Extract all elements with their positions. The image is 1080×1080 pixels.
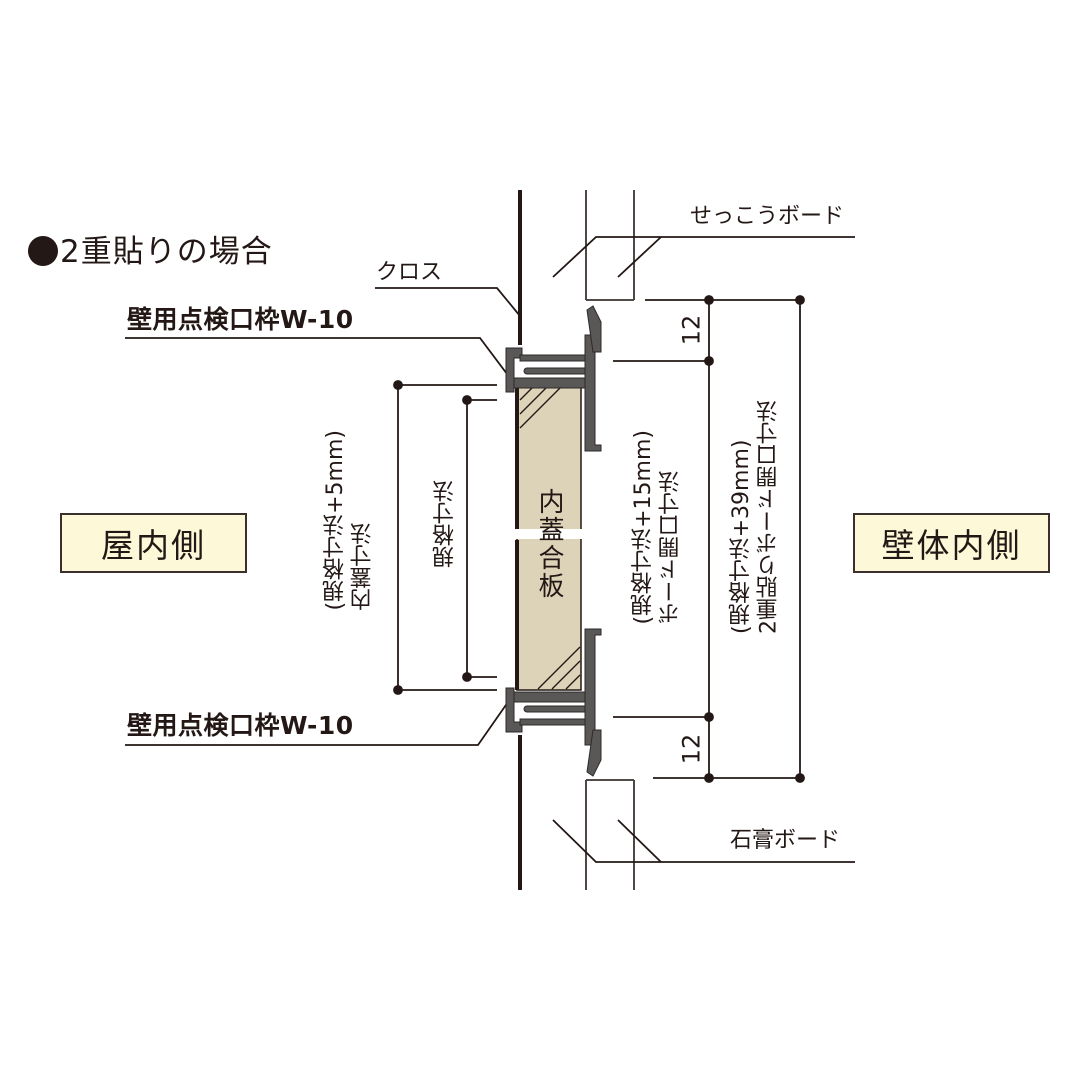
dim-standard bbox=[462, 395, 497, 682]
dim-board-opening-line1: ボード開口寸法 bbox=[658, 470, 684, 625]
side-label-wall-inside-text: 壁体内側 bbox=[881, 526, 1022, 565]
title-text: 2重貼りの場合 bbox=[60, 234, 273, 270]
label-gypsum-board-bottom: 石膏ボード bbox=[730, 828, 841, 853]
leader-cloth bbox=[375, 287, 521, 317]
dim-board-opening bbox=[613, 295, 805, 783]
dim-board-opening-label: (規格寸法+15mm) ボード開口寸法 bbox=[630, 430, 685, 624]
dim-inner-lid-label: (規格寸法+5mm) 内蓋寸法 bbox=[322, 430, 377, 610]
dim-offset-top: 12 bbox=[677, 314, 706, 346]
dim-inner-lid-line1: 内蓋寸法 bbox=[350, 522, 376, 611]
side-label-indoor-text: 屋内側 bbox=[101, 526, 206, 565]
dim-standard-label: 規格寸法 bbox=[432, 480, 460, 568]
label-cloth: クロス bbox=[376, 260, 443, 285]
dim-board-opening-line2: (規格寸法+15mm) bbox=[631, 430, 656, 625]
dim-standard-line1: 規格寸法 bbox=[433, 480, 458, 568]
leader-gypsum-top bbox=[552, 236, 855, 278]
dim-double-board-opening-label: (規格寸法+39mm) 2重貼りボード開口寸法 bbox=[728, 400, 783, 634]
leader-frame-bottom bbox=[125, 701, 509, 746]
dim-offset-bottom: 12 bbox=[677, 733, 706, 765]
label-frame-bottom: 壁用点検口枠W-10 bbox=[127, 711, 354, 740]
side-label-indoor: 屋内側 bbox=[60, 513, 247, 573]
hatch-bottom bbox=[537, 646, 581, 690]
dim-inner-lid bbox=[393, 380, 497, 695]
dim-inner-lid-line2: (規格寸法+5mm) bbox=[323, 430, 348, 611]
label-frame-top: 壁用点検口枠W-10 bbox=[127, 305, 354, 334]
dim-double-board-opening-line2: (規格寸法+39mm) bbox=[729, 439, 754, 634]
side-label-wall-inside: 壁体内側 bbox=[853, 513, 1050, 573]
label-gypsum-board-top: せっこうボード bbox=[690, 204, 845, 229]
frame-profile-bottom bbox=[505, 628, 602, 777]
panel-label: 内蓋合板 bbox=[534, 488, 564, 600]
leader-gypsum-bottom bbox=[552, 819, 855, 863]
page-title: 2重貼りの場合 bbox=[28, 226, 273, 271]
leader-frame-top bbox=[125, 337, 511, 379]
bullet-icon bbox=[28, 236, 58, 266]
dim-double-board-opening-line1: 2重貼りボード開口寸法 bbox=[756, 400, 782, 634]
gypsum-boards bbox=[585, 190, 635, 890]
frame-profile-top bbox=[505, 305, 602, 452]
